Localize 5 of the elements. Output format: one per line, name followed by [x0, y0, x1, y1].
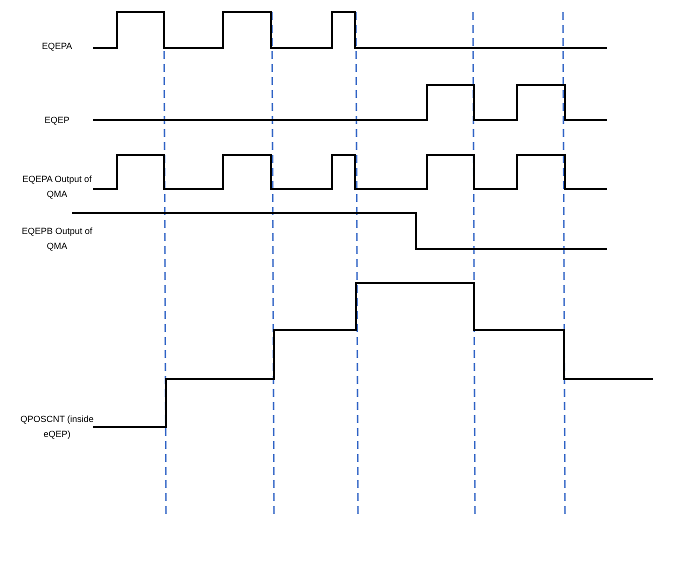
signal-label: EQEP — [43, 114, 70, 127]
signal-label: EQEPA Output of QMA — [21, 173, 93, 201]
signal-label: EQEPA — [40, 40, 74, 53]
signal-label: EQEPB Output of QMA — [20, 225, 94, 253]
signal-label: QPOSCNT (inside eQEP) — [19, 413, 95, 441]
